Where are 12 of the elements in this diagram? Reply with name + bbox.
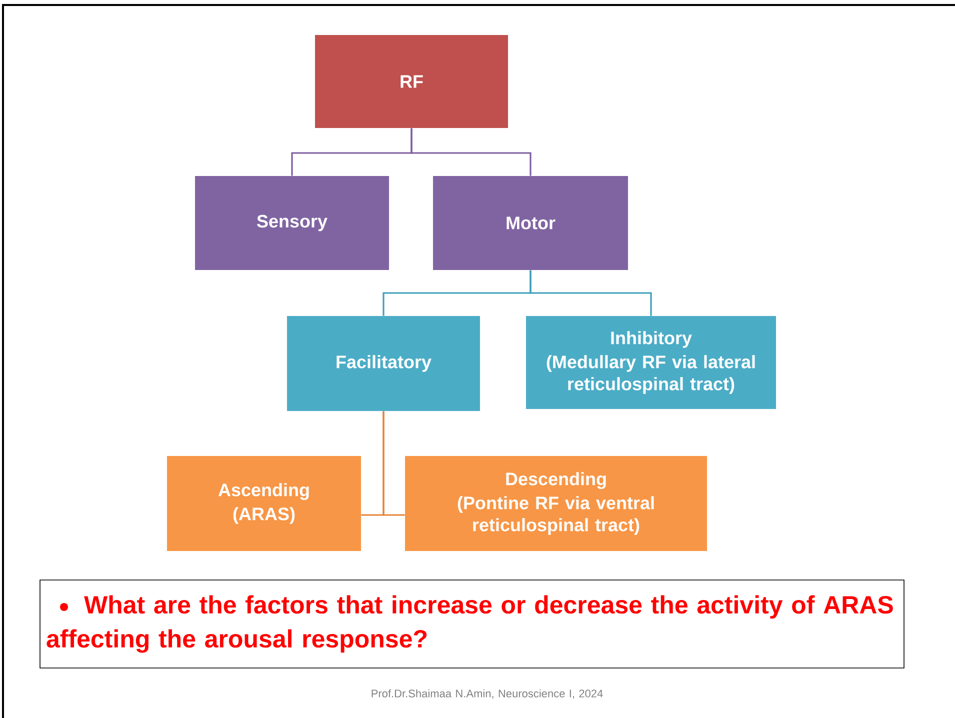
category-box: Ascending (ARAS) bbox=[167, 456, 361, 551]
category-box: Motor bbox=[433, 176, 628, 270]
category-box: RF bbox=[315, 35, 508, 128]
connector-line bbox=[382, 411, 405, 516]
footer-text: Prof.Dr.Shaimaa N.Amin, Neuroscience I, 2024 bbox=[372, 689, 603, 699]
connector-line bbox=[410, 128, 532, 176]
category-box: Sensory bbox=[195, 176, 389, 270]
category-box: Facilitatory bbox=[287, 316, 480, 411]
category-box: Descending (Pontine RF via ventral reticulospinal tract) bbox=[405, 456, 707, 551]
category-box: Inhibitory (Medullary RF via lateral reticulospinal tract) bbox=[526, 316, 776, 409]
connector-line bbox=[530, 270, 652, 316]
question-box: What are the factors that increase or decrease the activity of ARAS affecting the arousal response? bbox=[40, 580, 904, 668]
